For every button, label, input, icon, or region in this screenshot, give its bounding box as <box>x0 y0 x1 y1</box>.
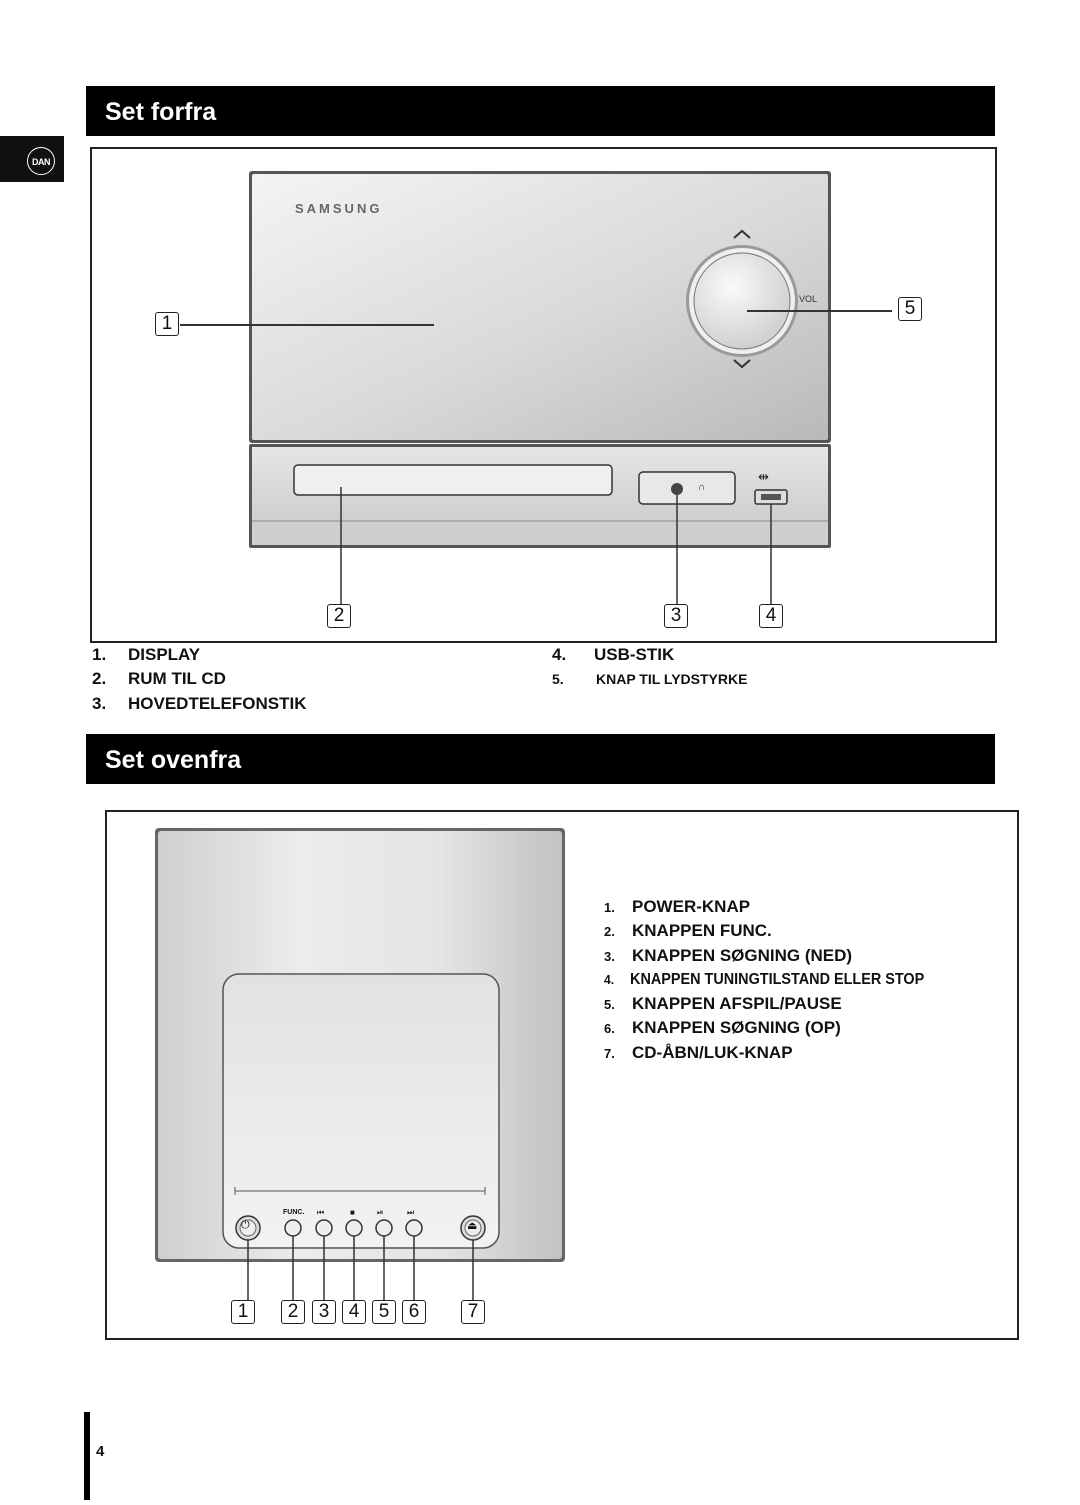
play-pause-button <box>375 1219 393 1237</box>
callout-1: 1 <box>155 312 179 336</box>
front-item-5: 5.KNAP TIL LYDSTYRKE <box>552 671 748 687</box>
top-item-2: 2.KNAPPEN FUNC. <box>604 921 772 940</box>
chevron-up-icon <box>733 229 751 239</box>
callout-5: 5 <box>898 297 922 321</box>
front-diagram-frame: SAMSUNG VOL ∩ ⇹ 1 2 3 4 5 <box>90 147 997 643</box>
stop-icon: ■ <box>350 1208 355 1217</box>
search-up-button <box>405 1219 423 1237</box>
power-icon: ⏻ <box>241 1219 250 1231</box>
vol-label: VOL <box>799 294 818 304</box>
top-callout-6: 6 <box>402 1300 426 1324</box>
top-item-4: 4.KNAPPEN TUNINGTILSTAND ELLER STOP <box>604 971 925 988</box>
top-callout-1: 1 <box>231 1300 255 1324</box>
top-item-1: 1.POWER-KNAP <box>604 897 751 916</box>
top-callout-2: 2 <box>281 1300 305 1324</box>
top-item-3: 3.KNAPPEN SØGNING (NED) <box>604 946 853 965</box>
eject-icon: ⏏ <box>467 1220 478 1232</box>
play-pause-icon: ⏯ <box>377 1208 384 1217</box>
front-item-1: 1.DISPLAY <box>92 645 201 664</box>
front-item-2: 2.RUM TIL CD <box>92 669 226 688</box>
top-callout-7: 7 <box>461 1300 485 1324</box>
search-down-button <box>315 1219 333 1237</box>
top-device-illustration <box>155 828 565 1301</box>
usb-icon: ⇹ <box>758 469 769 484</box>
top-item-7: 7.CD-ÅBN/LUK-KNAP <box>604 1043 793 1062</box>
top-item-5: 5.KNAPPEN AFSPIL/PAUSE <box>604 994 842 1013</box>
front-item-4: 4.USB-STIK <box>552 645 675 664</box>
front-section-title: Set forfra <box>86 86 995 136</box>
chevron-down-icon <box>733 359 751 369</box>
volume-knob <box>693 252 791 350</box>
front-device-illustration <box>180 171 892 605</box>
top-callout-3: 3 <box>312 1300 336 1324</box>
func-label: FUNC. <box>283 1209 305 1216</box>
top-diagram-frame: ⏻ FUNC. ⏮ ■ ⏯ ⏭ ⏏ 1 2 3 4 5 6 7 <box>105 810 1019 1340</box>
callout-3: 3 <box>664 604 688 628</box>
stop-button <box>345 1219 363 1237</box>
page-marker <box>84 1412 90 1500</box>
top-section-title: Set ovenfra <box>86 734 995 784</box>
func-button <box>284 1219 302 1237</box>
callout-2: 2 <box>327 604 351 628</box>
headphone-icon: ∩ <box>698 482 706 493</box>
front-item-3: 3.HOVEDTELEFONSTIK <box>92 694 307 713</box>
page-number: 4 <box>96 1443 105 1460</box>
language-badge: DAN <box>27 147 55 175</box>
callout-4: 4 <box>759 604 783 628</box>
prev-icon: ⏮ <box>317 1208 325 1217</box>
top-item-6: 6.KNAPPEN SØGNING (OP) <box>604 1018 841 1037</box>
headphone-jack <box>671 483 683 495</box>
top-callout-5: 5 <box>372 1300 396 1324</box>
next-icon: ⏭ <box>407 1208 415 1217</box>
brand-logo: SAMSUNG <box>295 201 383 216</box>
top-callout-4: 4 <box>342 1300 366 1324</box>
